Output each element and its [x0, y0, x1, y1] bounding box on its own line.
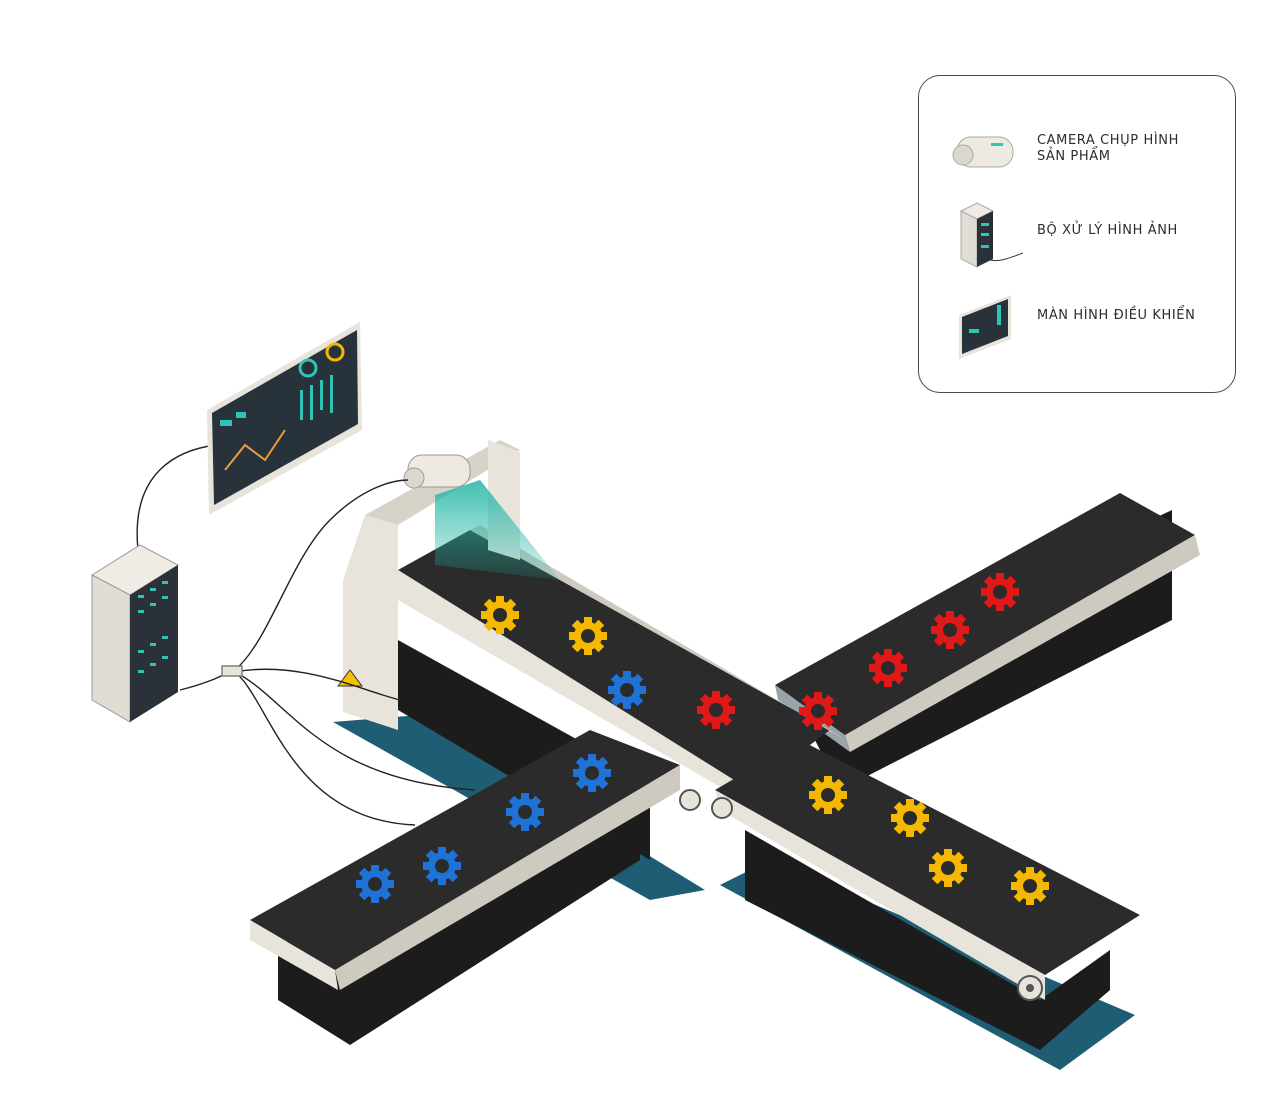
- gear-blue: [506, 793, 544, 831]
- gear-yellow: [891, 799, 929, 837]
- gear-red: [869, 649, 907, 687]
- gear-red: [931, 611, 969, 649]
- gear-blue: [608, 671, 646, 709]
- processor-icon: [90, 544, 180, 723]
- gear-yellow: [481, 596, 519, 634]
- conveyor-right: [775, 493, 1200, 790]
- gear-yellow: [809, 776, 847, 814]
- legend-box: CAMERA CHỤP HÌNH SẢN PHẨM BỘ XỬ LÝ HÌNH …: [918, 75, 1236, 393]
- gear-yellow: [1011, 867, 1049, 905]
- legend-label-processor: BỘ XỬ LÝ HÌNH ẢNH: [1037, 223, 1178, 238]
- gear-blue: [423, 847, 461, 885]
- legend-processor-icon: [959, 202, 1024, 268]
- gear-red: [697, 691, 735, 729]
- gear-blue: [356, 865, 394, 903]
- gear-red: [799, 692, 837, 730]
- gear-blue: [573, 754, 611, 792]
- legend-monitor-icon: [959, 295, 1011, 359]
- gear-yellow: [929, 849, 967, 887]
- gear-red: [981, 573, 1019, 611]
- camera-gantry: [337, 440, 560, 730]
- conveyor-front-left: [250, 730, 733, 1045]
- camera-beam: [435, 480, 560, 580]
- legend-label-monitor: MÀN HÌNH ĐIỀU KHIỂN: [1037, 308, 1196, 323]
- camera-icon: [403, 454, 471, 489]
- legend-label-camera: CAMERA CHỤP HÌNH SẢN PHẨM: [1037, 133, 1179, 164]
- cables: [136, 444, 476, 826]
- conveyor-front-right: [715, 740, 1140, 1050]
- monitor-icon: [207, 322, 362, 515]
- legend-camera-icon: [952, 136, 1014, 168]
- gear-yellow: [569, 617, 607, 655]
